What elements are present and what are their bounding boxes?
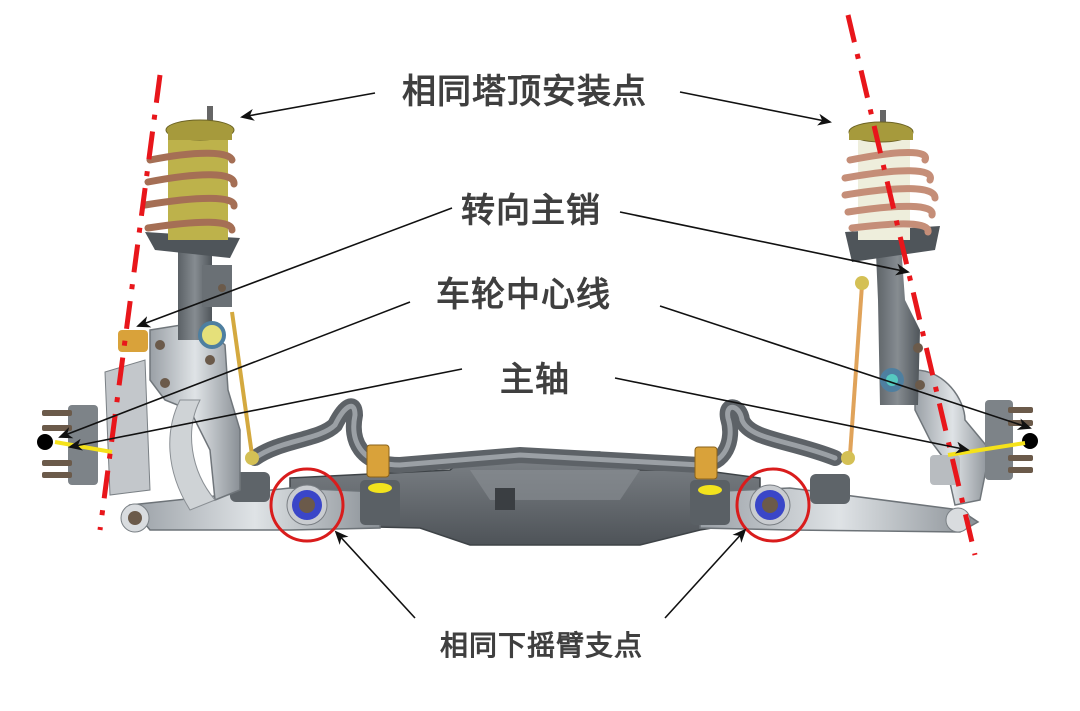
label-kingpin: 转向主销 <box>461 191 601 231</box>
arrow-top-mount-left <box>240 92 376 121</box>
bar-clamp-right <box>694 446 718 480</box>
pivot-circle-left <box>269 467 345 543</box>
link-joint-right-top <box>855 276 869 290</box>
arrow-centerline-right <box>659 305 1032 430</box>
arrow-pivot-left <box>334 530 416 619</box>
steering-knuckle-left <box>104 321 241 533</box>
coil-spring-left <box>141 135 238 240</box>
bar-clamp-left <box>366 444 390 478</box>
stabilizer-link-left <box>230 311 254 456</box>
kingpin-axis-left <box>97 74 163 531</box>
arrow-spindle-left <box>68 368 463 451</box>
anti-roll-bar <box>247 398 843 474</box>
arrow-pivot-right <box>664 528 747 619</box>
lower-arm-right <box>690 474 980 533</box>
wheel-hub-right <box>985 400 1038 480</box>
spindle-line-left <box>54 440 113 454</box>
pivot-bushing-right <box>749 484 791 526</box>
label-spindle: 主轴 <box>500 360 570 400</box>
pivot-bushing-left <box>286 484 328 526</box>
arrow-kingpin-right <box>619 211 910 276</box>
leader-lines <box>58 91 1032 619</box>
label-wheel-centerline: 车轮中心线 <box>436 275 611 315</box>
link-joint-left <box>245 451 259 465</box>
arrow-kingpin-left <box>136 207 453 328</box>
arrow-spindle-right <box>614 377 970 454</box>
label-lower-arm-pivot: 相同下摇臂支点 <box>440 629 644 662</box>
kingpin-axis-right <box>845 14 978 556</box>
pivot-circle-right <box>735 467 811 543</box>
label-top-mount: 相同塔顶安装点 <box>402 72 647 112</box>
top-mount-left <box>165 106 235 141</box>
link-joint-right-bottom <box>841 451 855 465</box>
subframe <box>289 451 761 546</box>
arrow-centerline-left <box>58 301 411 439</box>
arrow-top-mount-right <box>679 91 832 126</box>
coil-spring-right <box>841 140 939 240</box>
top-mount-right <box>848 110 914 143</box>
